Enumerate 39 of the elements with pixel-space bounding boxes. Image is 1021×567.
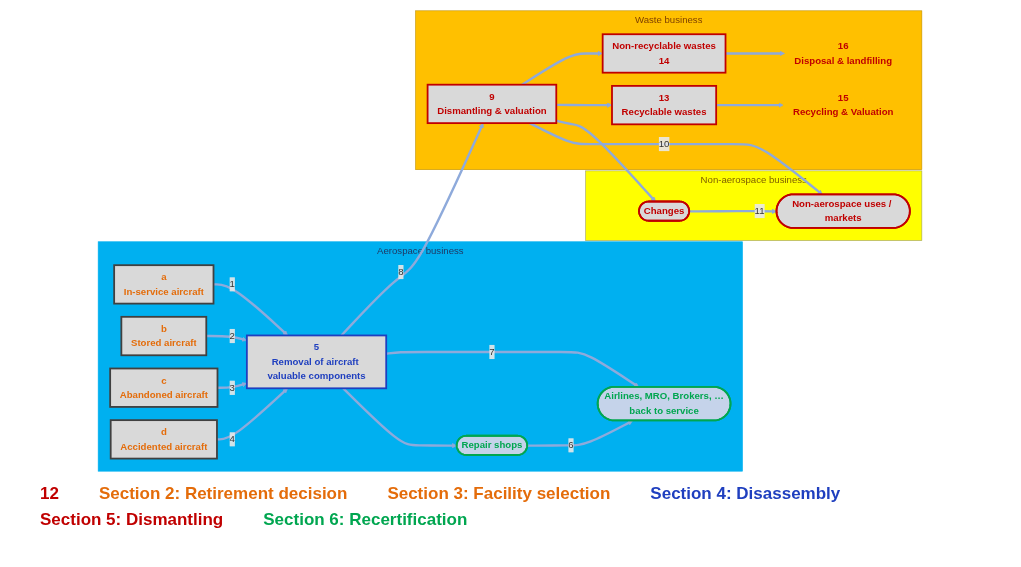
node-text: Disposal & landfilling — [794, 55, 893, 66]
edge-label: 1 — [229, 278, 235, 290]
arrow — [342, 387, 458, 449]
arrow — [386, 350, 640, 388]
node-box: a In-service aircraft — [113, 264, 215, 305]
arrow — [216, 388, 288, 441]
node-box: b Stored aircraft — [120, 315, 208, 357]
node-box: c Abandoned aircraft — [109, 367, 219, 408]
note-text: Section 6: Recertification — [263, 510, 468, 530]
node-text: Recycling & Valuation — [792, 106, 894, 118]
node-label: 15 — [837, 92, 849, 103]
arrow — [527, 420, 634, 447]
edge-label: 8 — [398, 266, 404, 277]
note-text: Section 5: Dismantling — [40, 510, 224, 530]
node-box: Non-recyclable wastes 14 — [601, 33, 727, 74]
arrow — [213, 283, 288, 336]
edge-label: 10 — [658, 138, 670, 149]
arrow — [716, 102, 784, 108]
node-box: 13 Recyclable wastes — [611, 84, 718, 126]
arrow — [556, 102, 613, 108]
node-box: d Accidented aircraft — [109, 419, 218, 460]
edge-label: 3 — [229, 382, 235, 393]
edge-label: 7 — [489, 346, 495, 357]
edge-label: 2 — [229, 330, 235, 341]
edge-label: 11 — [754, 205, 765, 216]
note-text: 12 — [40, 484, 59, 504]
note-text: Section 4: Disassembly — [650, 484, 841, 504]
note-text: Section 3: Facility selection — [387, 484, 611, 504]
arrow — [529, 122, 823, 195]
arrow — [340, 122, 484, 337]
arrow — [521, 50, 603, 86]
edge-label: 4 — [229, 433, 235, 445]
node-box: 9 Dismantling & valuation — [426, 83, 558, 125]
node-box: 5 Removal of aircraft valuable components — [245, 334, 388, 390]
node-label: 16 — [837, 40, 849, 52]
arrow — [556, 119, 656, 203]
arrow — [725, 50, 785, 57]
note-text: Section 2: Retirement decision — [98, 484, 348, 504]
edge-label: 6 — [568, 439, 574, 451]
